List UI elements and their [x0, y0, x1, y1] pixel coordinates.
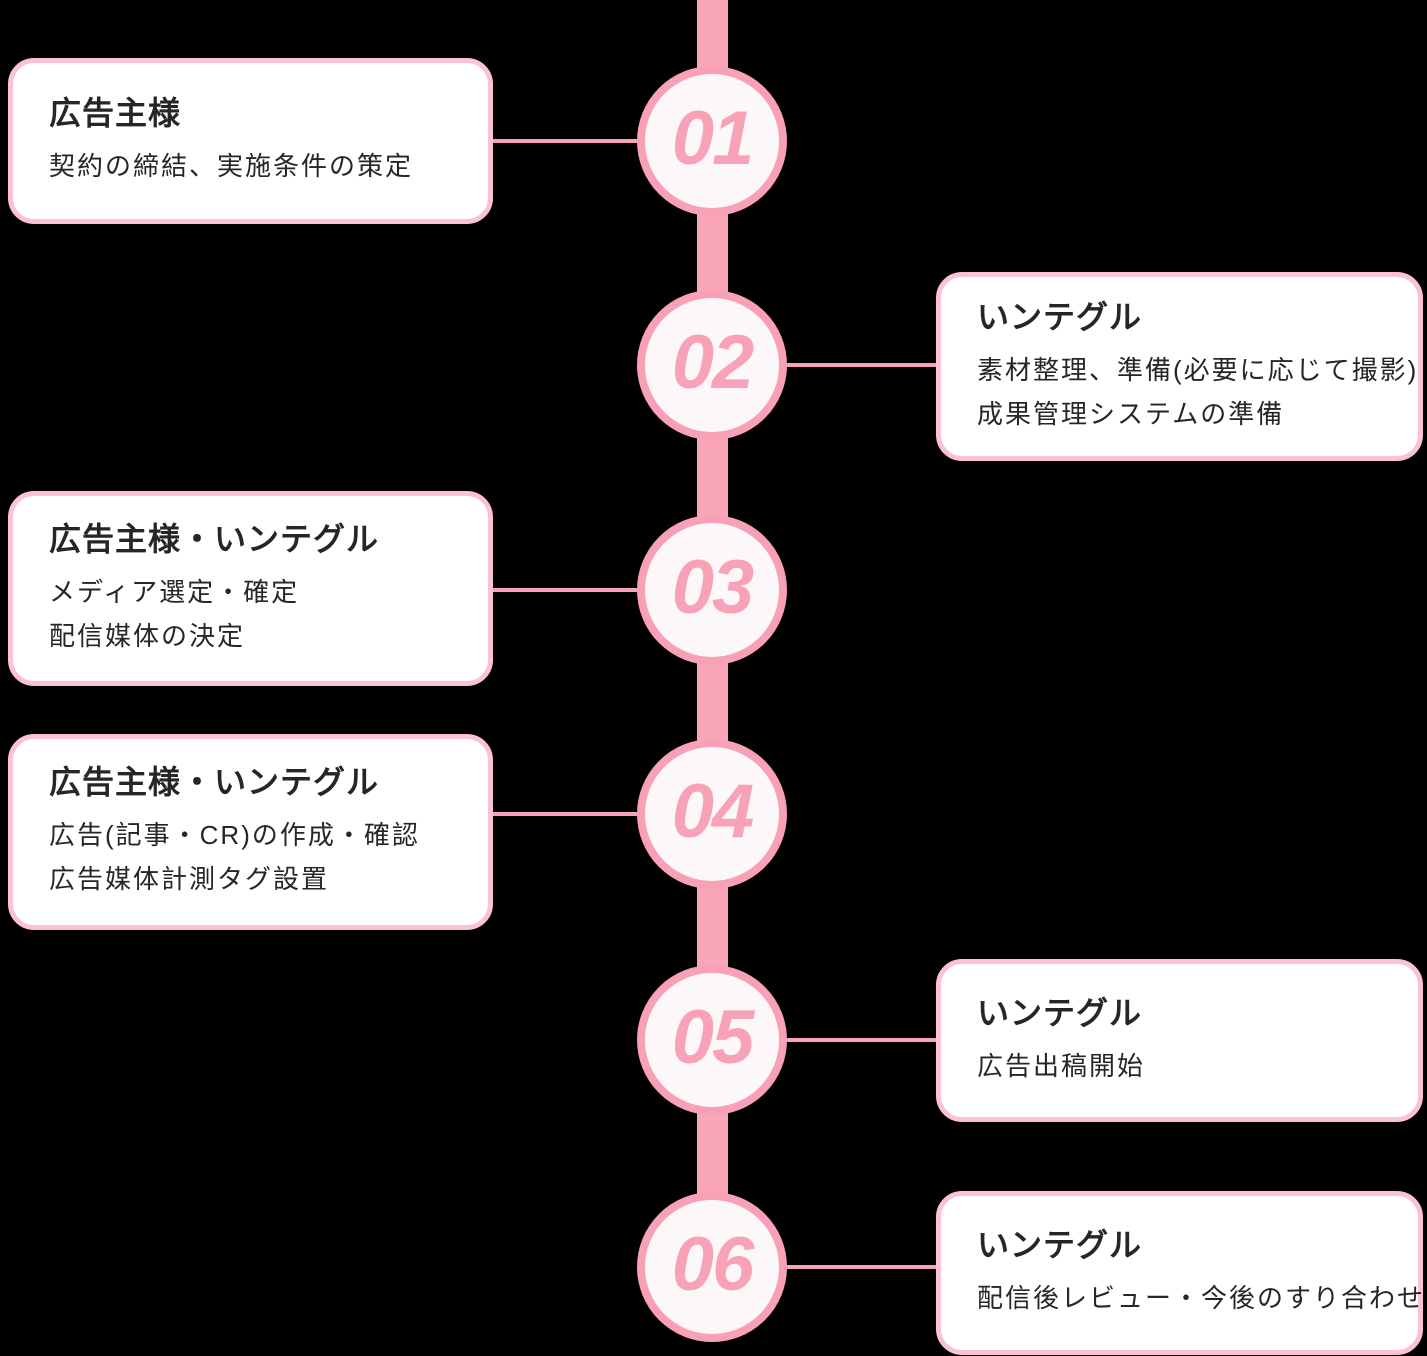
step-02-card: いンテグル 素材整理、準備(必要に応じて撮影) 成果管理システムの準備	[936, 272, 1423, 461]
step-05-circle: 05	[637, 965, 787, 1115]
step-06-circle: 06	[637, 1192, 787, 1342]
step-05-card-line: 広告出稿開始	[977, 1050, 1146, 1081]
step-04-card-line: 広告媒体計測タグ設置	[49, 864, 330, 894]
step-06-card: いンテグル 配信後レビュー・今後のすり合わせ	[936, 1191, 1423, 1355]
step-06-number: 06	[671, 1222, 755, 1307]
step-03-card-title: 広告主様・いンテグル	[49, 520, 380, 557]
step-04-connector	[488, 812, 640, 816]
step-04-card: 広告主様・いンテグル 広告(記事・CR)の作成・確認 広告媒体計測タグ設置	[8, 734, 493, 930]
step-03-circle: 03	[637, 515, 787, 665]
step-01-number: 01	[671, 96, 755, 181]
step-06-card-line: 配信後レビュー・今後のすり合わせ	[977, 1283, 1426, 1314]
step-06-connector	[784, 1265, 938, 1269]
step-03-card-line: メディア選定・確定	[49, 576, 300, 607]
step-01-connector	[488, 139, 640, 143]
step-05-card: いンテグル 広告出稿開始	[936, 959, 1423, 1122]
step-03-card-line: 配信媒体の決定	[49, 620, 246, 651]
step-01-card-line: 契約の締結、実施条件の策定	[49, 151, 414, 182]
step-01-card-title: 広告主様	[49, 95, 182, 132]
step-02-number: 02	[671, 320, 755, 405]
step-02-card-title: いンテグル	[977, 298, 1143, 335]
step-06-card-title: いンテグル	[977, 1227, 1143, 1264]
step-05-number: 05	[671, 995, 755, 1080]
step-03-number: 03	[671, 545, 755, 630]
step-02-card-line: 素材整理、準備(必要に応じて撮影)	[977, 354, 1419, 385]
step-02-card-line: 成果管理システムの準備	[977, 398, 1285, 429]
step-04-number: 04	[671, 769, 755, 854]
step-03-connector	[488, 588, 640, 592]
step-05-card-title: いンテグル	[977, 994, 1143, 1031]
step-01-circle: 01	[637, 66, 787, 216]
step-04-circle: 04	[637, 739, 787, 889]
step-02-circle: 02	[637, 290, 787, 440]
step-05-connector	[784, 1038, 938, 1042]
step-04-card-title: 広告主様・いンテグル	[49, 764, 380, 801]
step-03-card: 広告主様・いンテグル メディア選定・確定 配信媒体の決定	[8, 491, 493, 686]
step-02-connector	[784, 363, 938, 367]
step-01-card: 広告主様 契約の締結、実施条件の策定	[8, 58, 493, 224]
step-04-card-line: 広告(記事・CR)の作成・確認	[49, 820, 420, 851]
